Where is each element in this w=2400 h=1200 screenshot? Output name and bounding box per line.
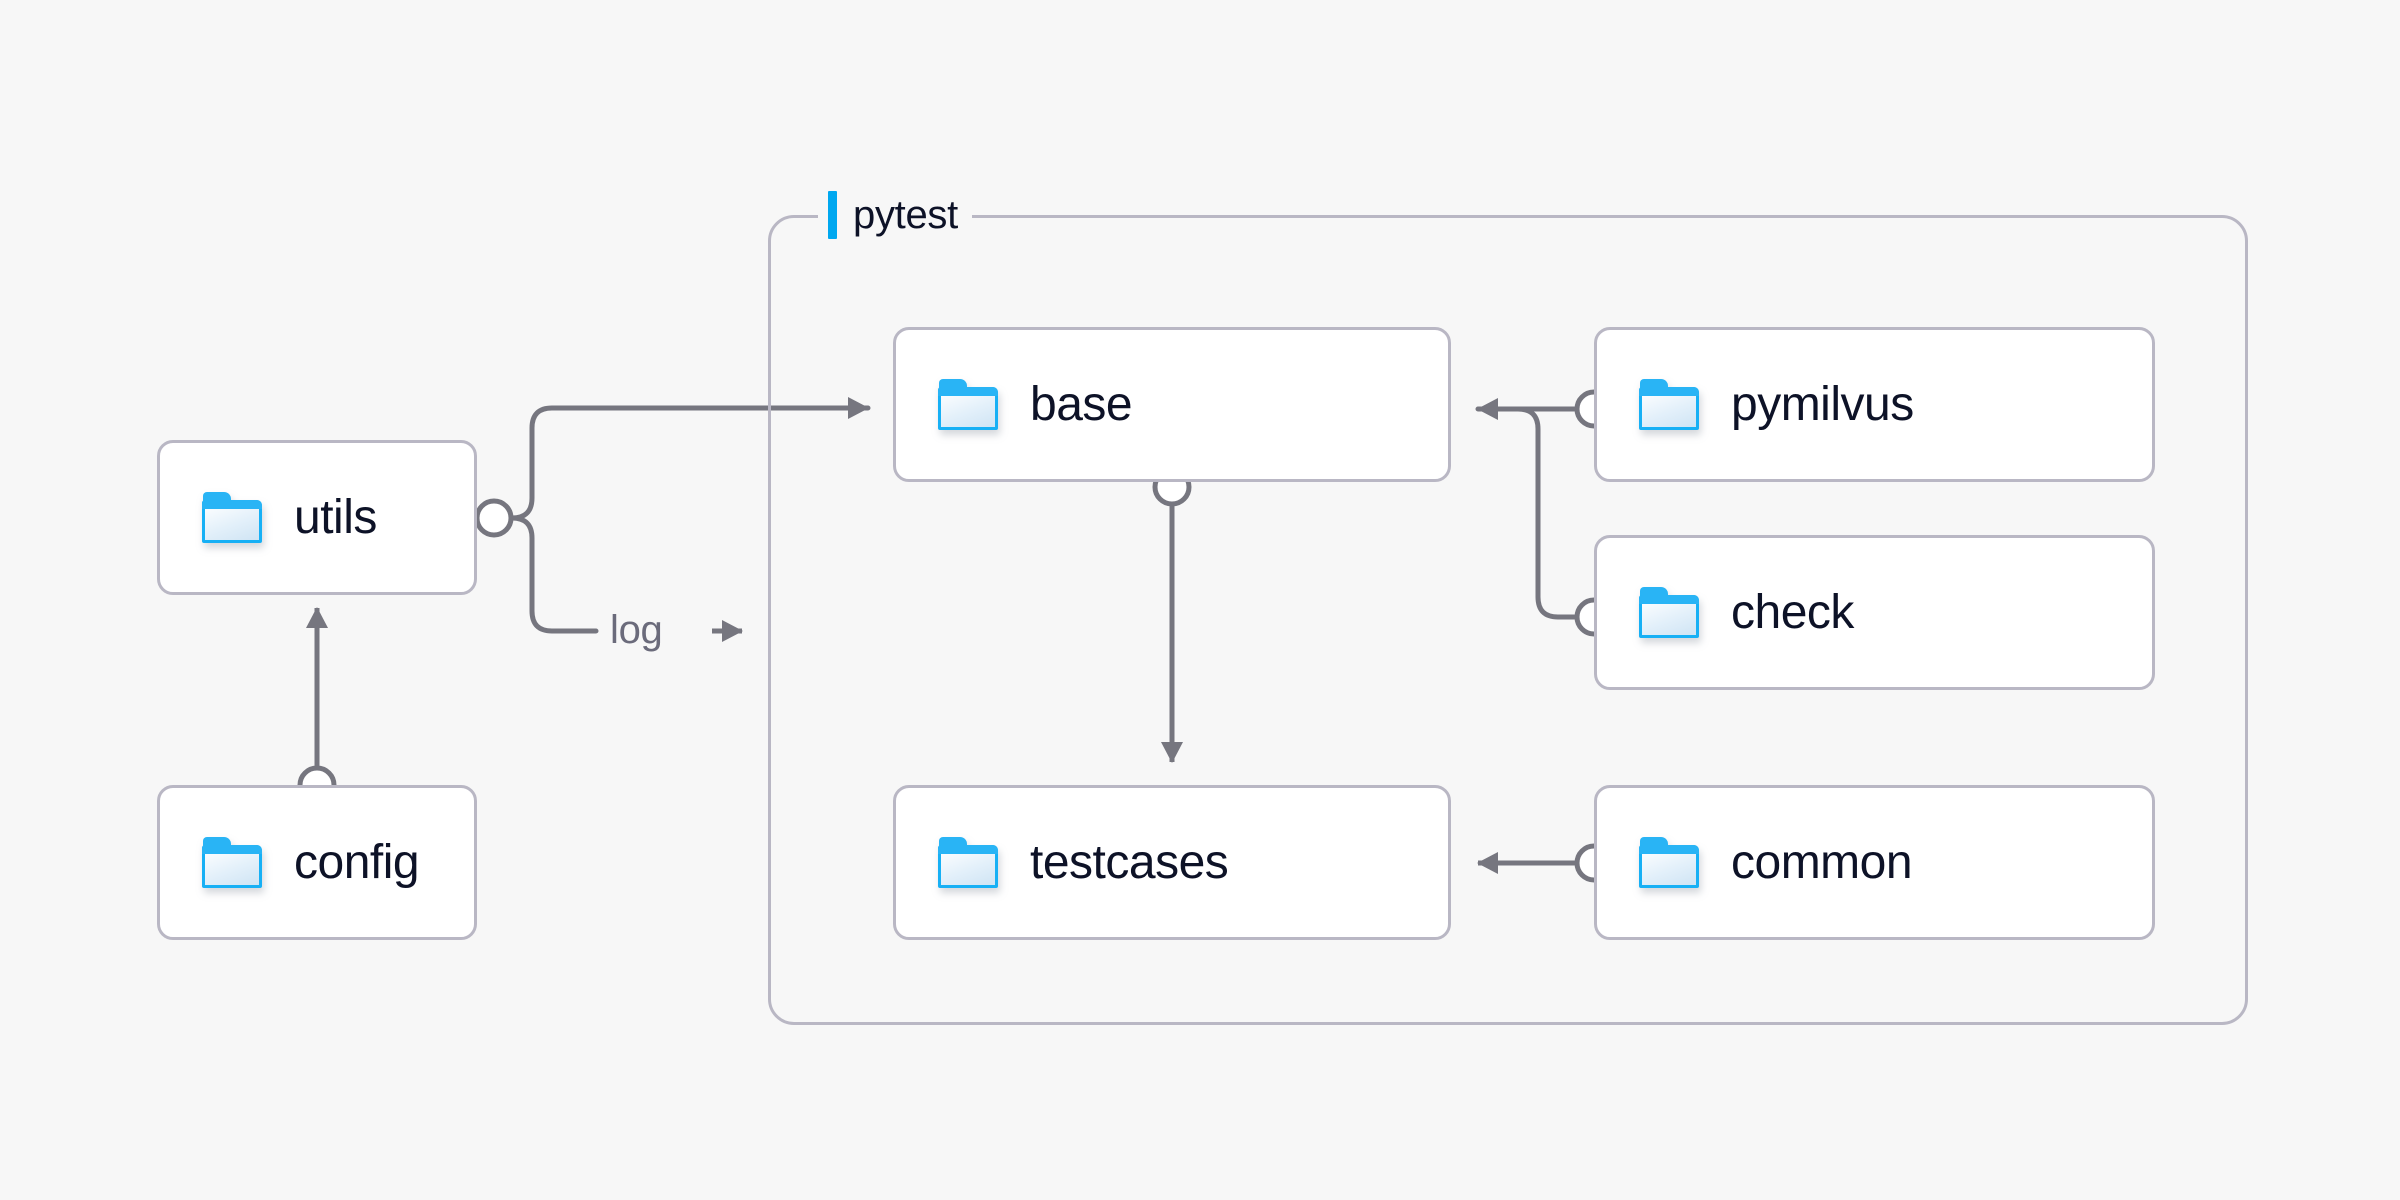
node-label: config xyxy=(294,836,420,889)
node-config[interactable]: config xyxy=(157,785,477,940)
node-base[interactable]: base xyxy=(893,327,1451,482)
node-label: testcases xyxy=(1030,836,1229,889)
node-label: utils xyxy=(294,491,377,544)
node-label: common xyxy=(1731,836,1913,889)
node-utils[interactable]: utils xyxy=(157,440,477,595)
node-label: base xyxy=(1030,378,1133,431)
group-title: pytest xyxy=(853,192,958,237)
folder-icon xyxy=(1639,586,1701,639)
group-pytest[interactable] xyxy=(768,215,2248,1025)
accent-bar-icon xyxy=(828,191,837,239)
node-testcases[interactable]: testcases xyxy=(893,785,1451,940)
node-check[interactable]: check xyxy=(1594,535,2155,690)
node-pymilvus[interactable]: pymilvus xyxy=(1594,327,2155,482)
edge-config-to-utils xyxy=(297,607,337,805)
edge-label-log: log xyxy=(604,608,669,653)
node-common[interactable]: common xyxy=(1594,785,2155,940)
node-label: pymilvus xyxy=(1731,378,1914,431)
folder-icon xyxy=(202,491,264,544)
folder-icon xyxy=(202,836,264,889)
group-pytest-label: pytest xyxy=(818,186,972,244)
node-label: check xyxy=(1731,586,1854,639)
folder-icon xyxy=(938,378,1000,431)
folder-icon xyxy=(938,836,1000,889)
folder-icon xyxy=(1639,378,1701,431)
folder-icon xyxy=(1639,836,1701,889)
